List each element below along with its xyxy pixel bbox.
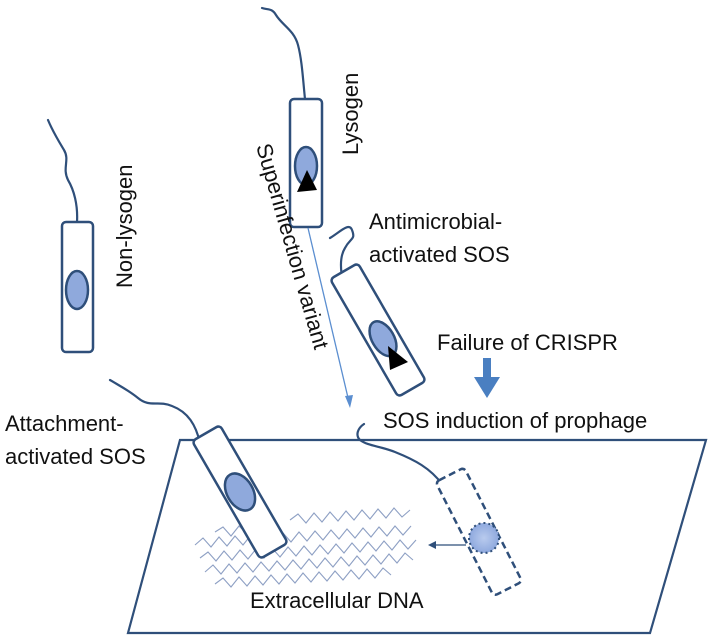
non-lysogen-pilus	[46, 118, 79, 224]
label-lysogen: Lysogen	[338, 73, 363, 155]
label-attachment-line1: Attachment-	[5, 411, 124, 436]
lysogen-pilus	[260, 6, 307, 101]
superinfection-arrow	[307, 227, 353, 408]
non-lysogen-nucleoid	[64, 269, 90, 311]
lysing-cell-pilus	[356, 422, 444, 486]
attachment-cell-nucleoid	[223, 472, 257, 512]
label-attachment-line2: activated SOS	[5, 444, 146, 469]
non-lysogen-cell	[46, 118, 95, 354]
label-antimicrobial-line2: activated SOS	[369, 242, 510, 267]
superinfection-arrowhead-icon	[345, 395, 353, 408]
lysing-cell	[356, 422, 523, 596]
label-failure-of-crispr: Failure of CRISPR	[437, 330, 618, 355]
attachment-activated-cell	[108, 378, 288, 559]
antimicrobial-cell-pilus	[328, 225, 355, 284]
extracellular-dna-strands	[194, 507, 417, 588]
released-phage-dot	[468, 522, 500, 554]
label-antimicrobial-line1: Antimicrobial-	[369, 209, 502, 234]
crispr-failure-arrow	[474, 358, 500, 398]
label-non-lysogen: Non-lysogen	[112, 164, 137, 288]
surface-plane	[126, 438, 708, 635]
phage-release-arrowhead-icon	[428, 541, 436, 549]
label-extracellular-dna: Extracellular DNA	[250, 588, 424, 613]
label-sos-induction: SOS induction of prophage	[383, 408, 647, 433]
lysogen-cell	[260, 6, 324, 229]
prophage-marker-icon	[297, 170, 317, 192]
antimicrobial-activated-cell	[328, 225, 426, 397]
prophage-marker-icon	[388, 346, 408, 370]
attachment-cell-pilus	[108, 378, 202, 445]
crispr-arrowhead-icon	[474, 377, 500, 398]
